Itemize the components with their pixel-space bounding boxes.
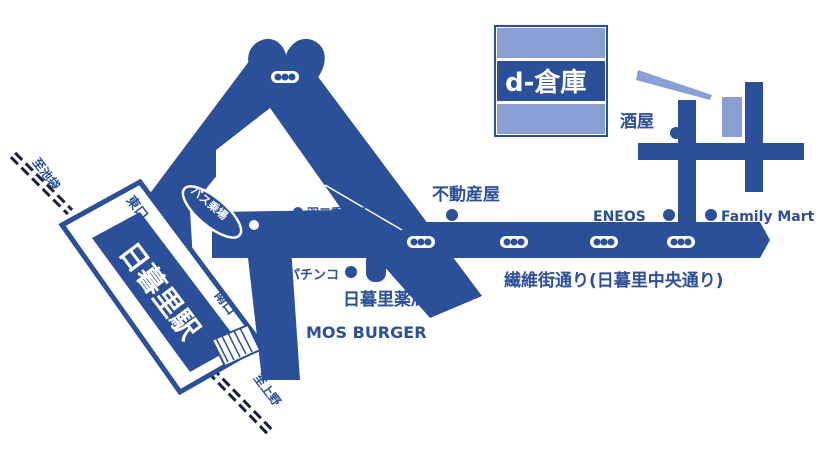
landmark-dot-icon	[249, 220, 259, 230]
label-police-box: 交番	[250, 234, 279, 251]
label-family-mart: Family Mart	[721, 209, 815, 225]
crosswalk-icon	[210, 323, 262, 368]
landmark-dot-icon	[663, 209, 675, 221]
traffic-signal-icon	[407, 236, 435, 248]
label-habutae-dango: 羽二重団子	[307, 205, 367, 220]
destination-logo-text: d-倉庫	[505, 67, 586, 98]
traffic-signals	[271, 71, 695, 248]
loop-top-shape	[248, 38, 325, 100]
traffic-signal-icon	[667, 236, 695, 248]
label-real-estate: 不動産屋	[432, 184, 500, 205]
traffic-signal-icon	[271, 71, 299, 83]
landmark-dot-icon	[395, 266, 407, 278]
landmark-dot-icon	[273, 267, 283, 277]
bus-stop-badge	[181, 185, 243, 239]
destination-logo: d-倉庫	[494, 25, 608, 137]
label-pharmacy: 日暮里薬局	[343, 289, 428, 310]
landmark-dot-icon	[293, 207, 303, 217]
traffic-signal-icon	[500, 236, 528, 248]
oguhashi-lane-stripe	[324, 184, 403, 231]
destination-building	[722, 97, 742, 137]
pharmacy-building	[366, 252, 386, 282]
label-liquor-store: 酒屋	[620, 111, 654, 132]
traffic-signal-icon	[590, 236, 618, 248]
loop-interior-block	[216, 108, 342, 212]
label-eneos: ENEOS	[593, 209, 646, 225]
landmark-dots	[249, 127, 717, 278]
street-label-seni-gai: 繊維街通り(日暮里中央通り)	[504, 270, 724, 291]
railway-tracks	[9, 151, 274, 436]
destination-arrow-icon	[636, 70, 712, 100]
landmark-dot-icon	[345, 266, 357, 278]
landmark-dot-icon	[446, 209, 458, 221]
landmark-dot-icon	[670, 127, 682, 139]
label-pachinko: パチンコ	[287, 268, 339, 283]
landmark-dot-icon	[705, 209, 717, 221]
label-mos-burger: MOS BURGER	[306, 323, 427, 342]
